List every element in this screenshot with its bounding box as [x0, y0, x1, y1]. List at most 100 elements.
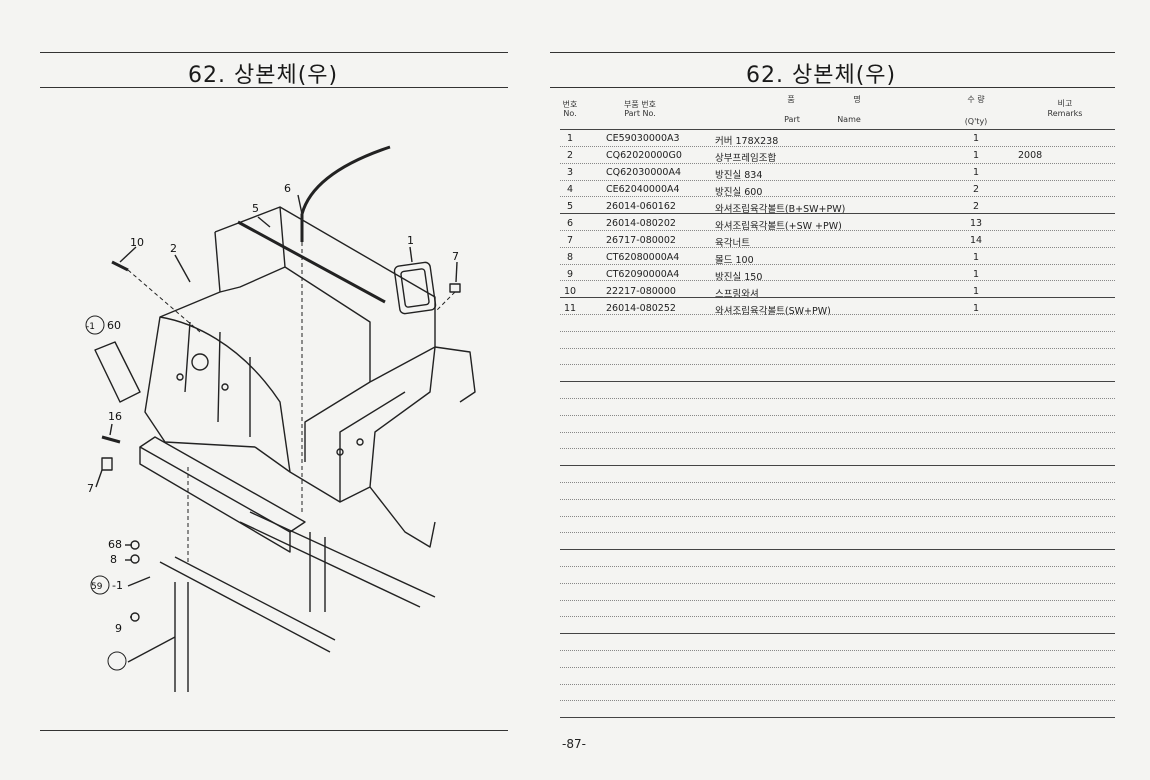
callout-ref-60: 59	[91, 582, 103, 592]
cell-no: 8	[566, 252, 574, 263]
cell-no: 5	[566, 201, 574, 212]
left-page: 62. 상본체(우)	[0, 0, 560, 780]
cell-part-no: 26014-060162	[606, 201, 676, 212]
header-name-en-1: Part	[784, 115, 800, 124]
header-name-en-2: Name	[837, 115, 861, 124]
cell-no: 10	[563, 286, 577, 297]
header-name-ko-1: 품	[787, 95, 795, 104]
header-qty-en: (Q'ty)	[964, 117, 988, 126]
cell-qty: 1	[972, 167, 980, 178]
left-bottom-rule	[40, 730, 508, 731]
cell-part-name: 스프링와셔	[715, 289, 759, 300]
table-rule-line	[560, 717, 1115, 719]
right-title-bottom-rule	[550, 87, 1115, 88]
cell-part-no: CQ62020000G0	[606, 150, 682, 161]
header-part-en: Part No.	[624, 109, 656, 118]
table-rule-line	[560, 582, 1115, 584]
cell-part-name: 와셔조립육각볼트(SW+PW)	[715, 306, 831, 317]
callout-8: 10	[130, 236, 144, 249]
table-rule-line	[560, 213, 1115, 215]
table-rule-line	[560, 431, 1115, 433]
table-rule-line	[560, 566, 1115, 567]
cell-qty: 1	[972, 269, 980, 280]
cell-part-name: 와셔조립육각볼트(B+SW+PW)	[715, 204, 846, 215]
callout-7a: 8	[110, 553, 117, 566]
header-no-ko: 번호	[562, 100, 578, 109]
left-page-title: 62. 상본체(우)	[188, 63, 339, 88]
table-rule-line	[560, 549, 1115, 551]
table-row: 8 CT62080000A4 몰드 100 1	[560, 249, 1115, 266]
table-row: 6 26014-080202 와셔조립육각볼트(+SW +PW) 13	[560, 215, 1115, 232]
callout-7b: 9	[115, 622, 122, 635]
table-row: 9 CT62090000A4 방진실 150 1	[560, 266, 1115, 283]
cell-qty: 13	[969, 218, 983, 229]
table-rule-line	[560, 347, 1115, 349]
header-part-ko: 부품 번호	[624, 100, 656, 109]
table-row: 4 CE62040000A4 방진실 600 2	[560, 181, 1115, 198]
table-rule-line	[560, 381, 1115, 383]
table-rule-line	[560, 666, 1115, 668]
table-rule-line	[560, 364, 1115, 366]
table-rule-line	[560, 398, 1115, 399]
page-number: -87-	[562, 737, 586, 751]
table-rule-line	[560, 700, 1115, 702]
table-rule-line	[560, 280, 1115, 282]
cell-qty: 1	[972, 252, 980, 263]
table-rule-line	[560, 196, 1115, 198]
cell-part-name: 방진실 150	[715, 272, 763, 283]
cell-part-no: 26014-080252	[606, 303, 676, 314]
title-top-rule	[40, 52, 508, 53]
cell-no: 1	[566, 133, 574, 144]
table-rule-line	[560, 633, 1115, 635]
table-rule-line	[560, 482, 1115, 483]
cell-qty: 2	[972, 201, 980, 212]
right-page-title: 62. 상본체(우)	[746, 63, 897, 88]
callout-2: 2	[170, 242, 177, 255]
cell-no: 4	[566, 184, 574, 195]
cell-part-no: CE62040000A4	[606, 184, 680, 195]
callout-9: 16	[108, 410, 122, 423]
callout-4: 6	[284, 182, 291, 195]
cell-part-name: 와셔조립육각볼트(+SW +PW)	[715, 221, 842, 232]
cell-part-name: 방진실 600	[715, 187, 763, 198]
cell-part-no: 26014-080202	[606, 218, 676, 229]
header-name-ko-2: 명	[853, 95, 861, 104]
cell-no: 9	[566, 269, 574, 280]
callout-16: 60	[107, 319, 121, 332]
cell-part-name: 커버 178X238	[715, 136, 779, 147]
cell-part-name: 몰드 100	[715, 255, 754, 266]
table-row: 1 CE59030000A3 커버 178X238 1	[560, 130, 1115, 147]
cell-no: 11	[563, 303, 577, 314]
table-rule-line	[560, 683, 1115, 685]
cell-part-no: CQ62030000A4	[606, 167, 682, 178]
callout-5: 7	[452, 250, 459, 263]
cell-no: 7	[566, 235, 574, 246]
table-row: 2 CQ62020000G0 상부프레임조합 1 2008	[560, 147, 1115, 164]
header-rem-ko: 비고	[1057, 99, 1073, 108]
table-rule-line	[560, 314, 1115, 315]
table-rule-line	[560, 599, 1115, 601]
cell-part-name: 상부프레임조합	[715, 153, 777, 164]
table-row: 11 26014-080252 와셔조립육각볼트(SW+PW) 1	[560, 300, 1115, 317]
table-rule-line	[560, 297, 1115, 299]
cell-remarks: 2008	[1018, 150, 1043, 161]
callout-3: 5	[252, 202, 259, 215]
table-row: 3 CQ62030000A4 방진실 834 1	[560, 164, 1115, 181]
cell-no: 2	[566, 150, 574, 161]
table-rule-line	[560, 263, 1115, 265]
cell-qty: 1	[972, 133, 980, 144]
cell-qty: 1	[972, 303, 980, 314]
table-rule-line	[560, 498, 1115, 500]
cell-qty: 14	[969, 235, 983, 246]
table-rule-line	[560, 515, 1115, 517]
cell-no: 6	[566, 218, 574, 229]
callout-6: 7	[87, 482, 94, 495]
header-no-en: No.	[563, 109, 577, 118]
cell-part-no: 26717-080002	[606, 235, 676, 246]
cell-qty: 1	[972, 286, 980, 297]
cell-qty: 2	[972, 184, 980, 195]
cell-part-no: CT62080000A4	[606, 252, 680, 263]
cell-part-no: CE59030000A3	[606, 133, 680, 144]
header-rem-en: Remarks	[1047, 109, 1083, 118]
callout-ref-68: -1	[86, 322, 95, 332]
